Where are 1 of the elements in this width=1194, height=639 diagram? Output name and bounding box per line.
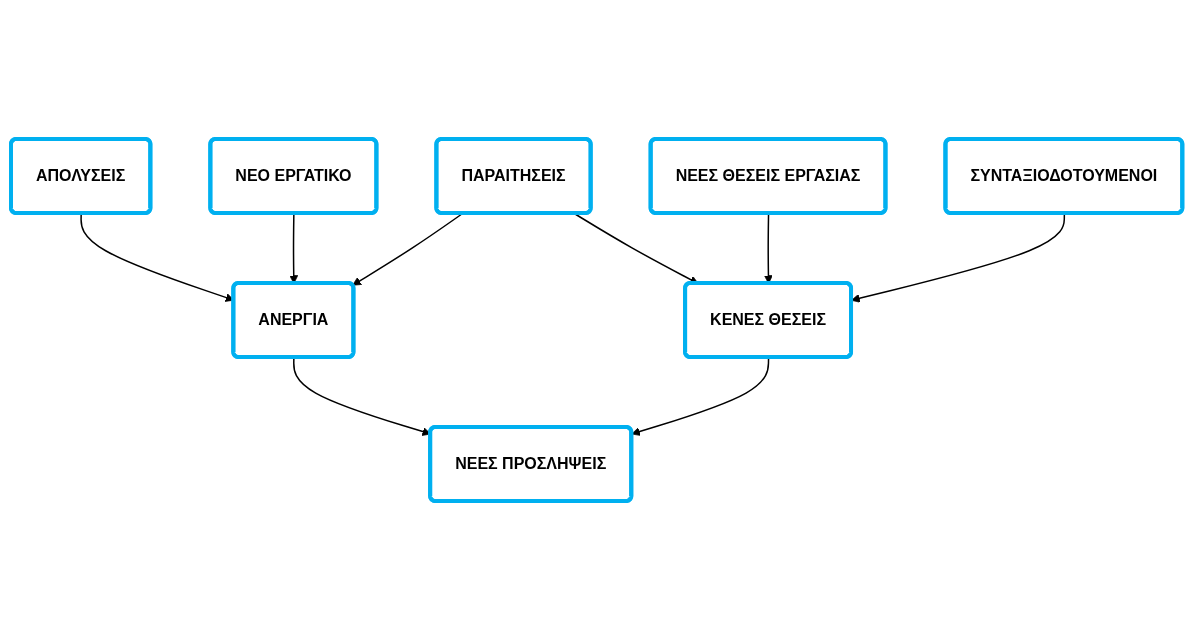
arrow [352, 212, 464, 286]
